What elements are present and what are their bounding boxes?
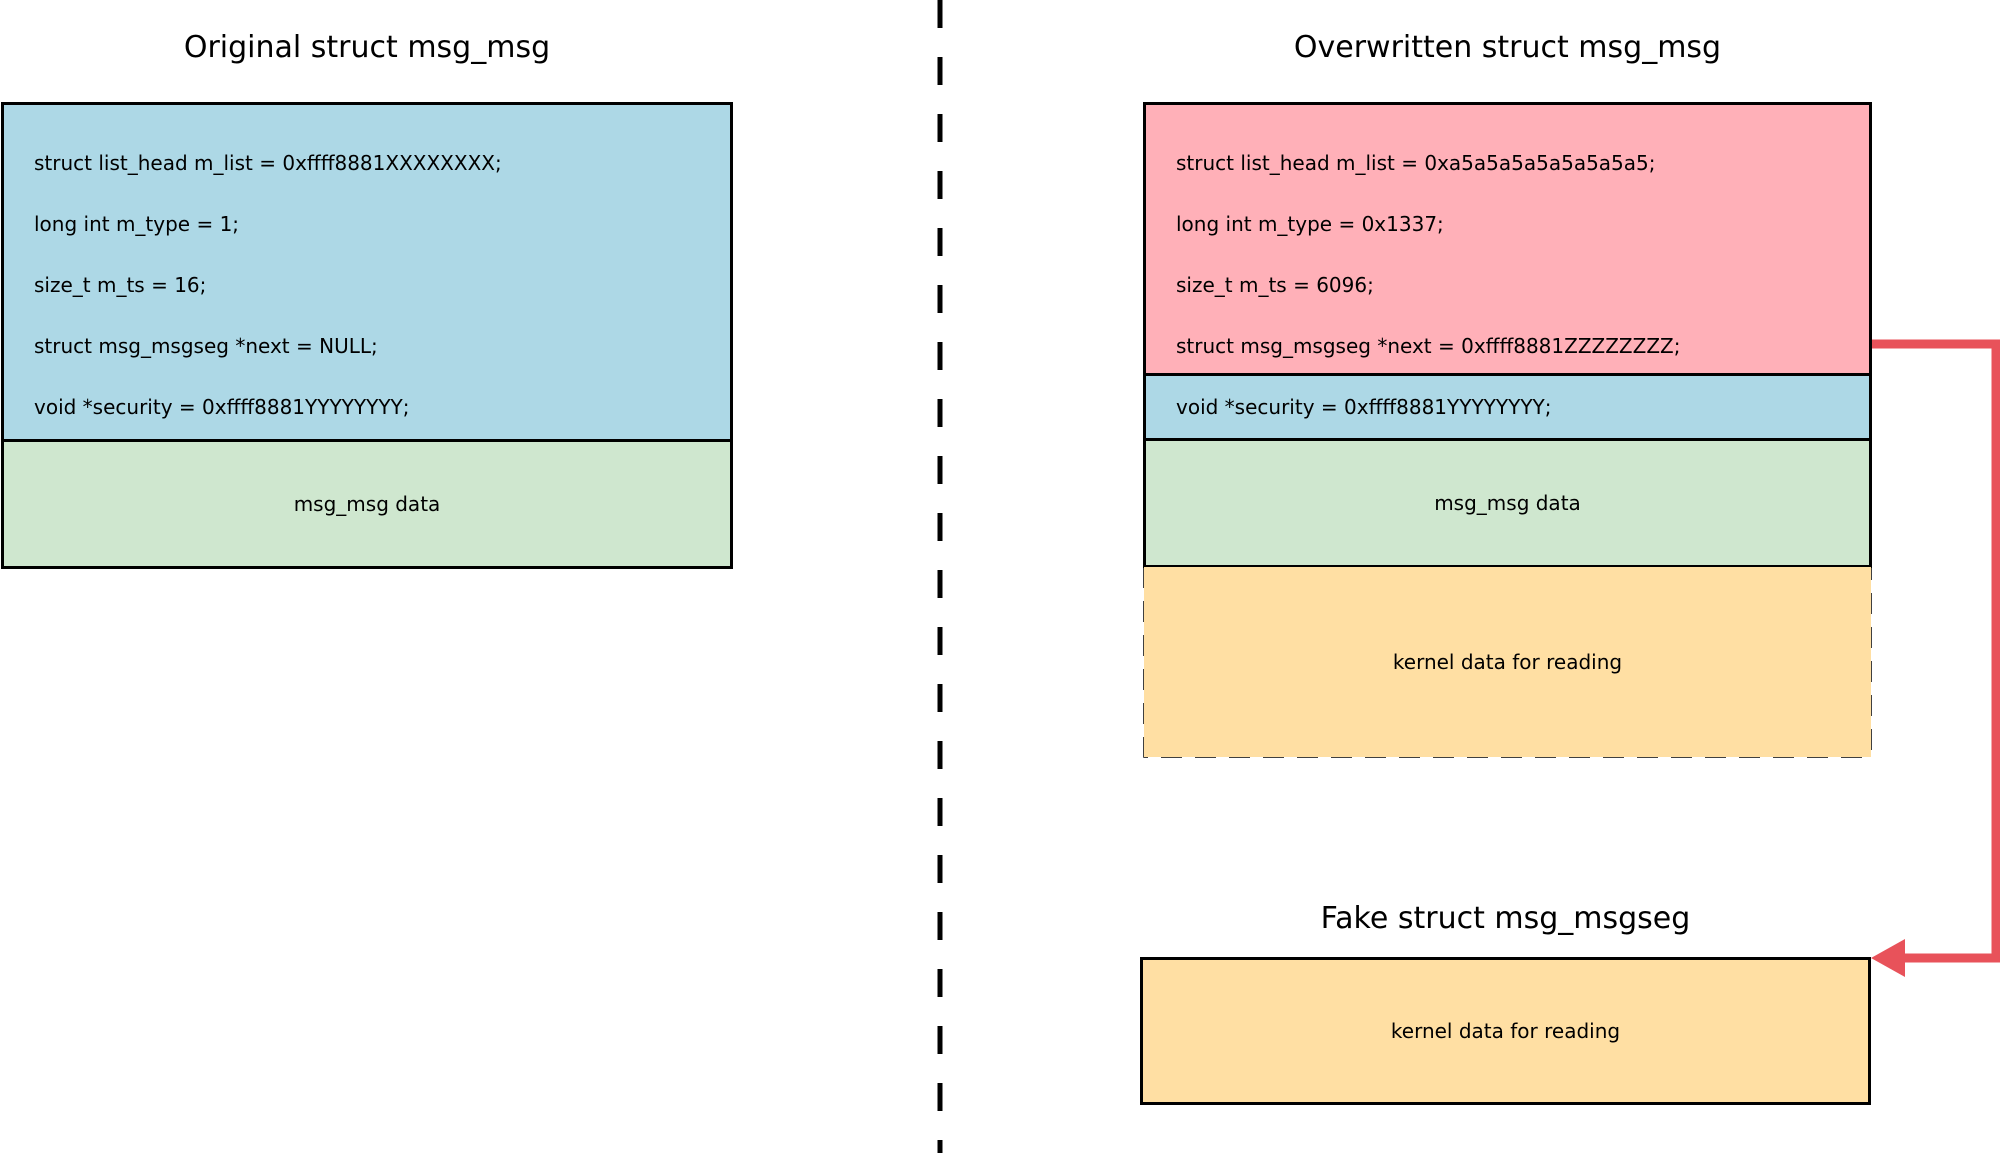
overwritten-struct-header-box: struct list_head m_list = 0xa5a5a5a5a5a5… — [1143, 102, 1872, 376]
original-struct-title: Original struct msg_msg — [183, 30, 551, 65]
next-pointer-arrowhead-icon — [1871, 939, 1905, 977]
field-m-list: struct list_head m_list = 0xffff8881XXXX… — [34, 151, 502, 175]
field-security-intact: void *security = 0xffff8881YYYYYYYY; — [1176, 395, 1552, 419]
field-m-ts: size_t m_ts = 16; — [34, 273, 207, 297]
field-m-type-overwritten: long int m_type = 0x1337; — [1176, 212, 1444, 236]
overwritten-struct-title: Overwritten struct msg_msg — [1293, 30, 1722, 65]
field-m-list-overwritten: struct list_head m_list = 0xa5a5a5a5a5a5… — [1176, 151, 1656, 175]
field-m-type: long int m_type = 1; — [34, 212, 240, 236]
overwritten-security-box: void *security = 0xffff8881YYYYYYYY; — [1143, 373, 1872, 441]
kernel-read-overflow-box: kernel data for reading — [1144, 567, 1871, 757]
kernel-read-overflow-label: kernel data for reading — [1392, 650, 1623, 674]
field-next-overwritten: struct msg_msgseg *next = 0xffff8881ZZZZ… — [1176, 334, 1681, 358]
original-struct-header-box: struct list_head m_list = 0xffff8881XXXX… — [1, 102, 733, 442]
field-next: struct msg_msgseg *next = NULL; — [34, 334, 378, 358]
original-msg-data-label: msg_msg data — [293, 491, 441, 516]
original-msg-data-box: msg_msg data — [1, 438, 733, 569]
fake-msgseg-box: kernel data for reading — [1140, 957, 1871, 1105]
field-security: void *security = 0xffff8881YYYYYYYY; — [34, 395, 410, 419]
overwritten-msg-data-box: msg_msg data — [1143, 437, 1872, 568]
overwritten-msg-data-label: msg_msg data — [1434, 490, 1581, 515]
field-m-ts-overwritten: size_t m_ts = 6096; — [1176, 273, 1374, 297]
fake-msgseg-label: kernel data for reading — [1390, 1019, 1621, 1043]
fake-msgseg-title: Fake struct msg_msgseg — [1320, 901, 1691, 936]
